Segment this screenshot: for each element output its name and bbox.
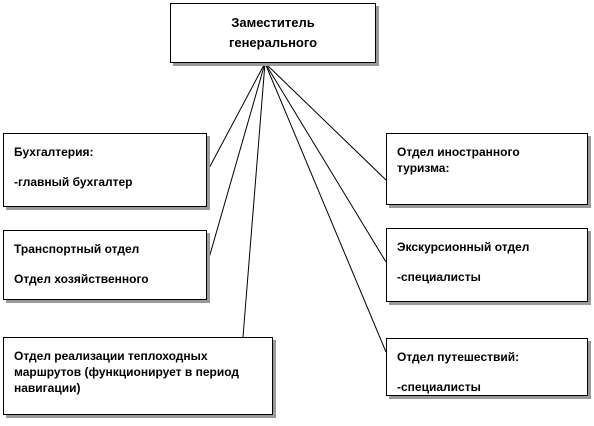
connector-to-accounting: [206, 62, 266, 173]
transport-box: Транспортный отдел Отдел хозяйственного: [3, 230, 207, 300]
excursion-box: Экскурсионный отдел -специалисты: [386, 228, 588, 302]
connector-to-excursion: [264, 62, 387, 263]
cruise-line-3: навигации): [14, 381, 81, 395]
excursion-detail: -специалисты: [397, 270, 481, 284]
connector-to-foreign: [264, 62, 387, 181]
connector-to-travel: [264, 62, 387, 353]
cruise-line-1: Отдел реализации теплоходных: [14, 349, 208, 363]
root-title-line-1: Заместитель: [231, 15, 315, 30]
connector-to-cruise: [242, 62, 266, 338]
foreign-line-1: Отдел иностранного: [397, 145, 520, 159]
travel-box: Отдел путешествий: -специалисты: [386, 338, 588, 396]
travel-detail: -специалисты: [397, 380, 481, 394]
transport-title: Транспортный отдел: [14, 242, 140, 256]
org-root-box: Заместитель генерального: [170, 3, 376, 63]
travel-title: Отдел путешествий:: [397, 350, 520, 364]
transport-detail: Отдел хозяйственного: [14, 272, 149, 286]
excursion-title: Экскурсионный отдел: [397, 240, 530, 254]
accounting-detail: -главный бухгалтер: [14, 175, 133, 189]
connector-to-transport: [206, 62, 266, 266]
foreign-line-2: туризма:: [397, 161, 450, 175]
cruise-line-2: маршрутов (функционирует в период: [14, 365, 239, 379]
cruise-box: Отдел реализации теплоходных маршрутов (…: [3, 337, 273, 415]
accounting-box: Бухгалтерия: -главный бухгалтер: [3, 133, 207, 207]
accounting-title: Бухгалтерия:: [14, 145, 94, 159]
foreign-tourism-box: Отдел иностранного туризма:: [386, 133, 588, 205]
root-title-line-2: генерального: [228, 35, 318, 50]
